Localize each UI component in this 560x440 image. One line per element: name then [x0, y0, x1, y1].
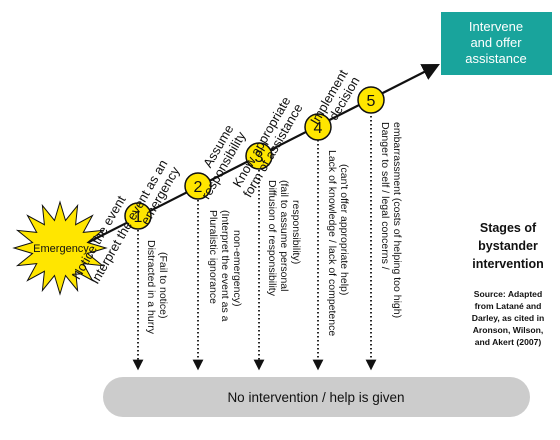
stage-circle-1: [124, 202, 152, 230]
source-line-5: and Akert (2007): [475, 337, 542, 347]
starburst-shape: [12, 200, 108, 296]
outcome-pill: No intervention / help is given: [103, 377, 530, 417]
outcome-pill-shape: [103, 377, 530, 417]
intervene-box: Intervene and offer assistance: [441, 12, 552, 75]
source-line-3: Darley, as cited in: [472, 313, 544, 323]
barrier-5-line-1: Danger to self / legal concerns /: [379, 122, 391, 270]
stage-circle-2: [184, 172, 212, 200]
intervene-line-1: Intervene: [469, 19, 523, 34]
stage-circle-3: [245, 142, 273, 170]
title-line-1: Stages of: [480, 221, 537, 235]
outcome-label: No intervention / help is given: [227, 390, 404, 405]
barrier-1-line-2: (Fail to notice): [157, 252, 169, 319]
barrier-3-line-1: Diffusion of responsibility: [266, 180, 278, 297]
source-line-1: Source: Adapted: [474, 289, 542, 299]
stage-number-4: 4: [314, 120, 323, 137]
stage-number-2: 2: [194, 179, 203, 196]
source-line-4: Aronson, Wilson,: [473, 325, 544, 335]
emergency-burst: Emergency: [12, 200, 108, 296]
emergency-label: Emergency: [33, 243, 89, 255]
stage-circle-5: [357, 86, 385, 114]
barrier-2-line-2: (Interpret the event as a: [219, 210, 231, 322]
barrier-2-line-3: non-emergency): [231, 230, 243, 306]
intervene-line-2: and offer: [470, 35, 522, 50]
barrier-1-line-1: Distracted in a hurry: [145, 240, 157, 335]
title-line-3: intervention: [472, 257, 544, 271]
diagram-title: Stages of bystander intervention: [472, 221, 544, 271]
title-line-2: bystander: [478, 239, 538, 253]
barrier-labels: Distracted in a hurry (Fail to notice) P…: [145, 122, 403, 336]
barrier-3-line-3: responsibility): [290, 200, 302, 264]
intervene-line-3: assistance: [465, 51, 526, 66]
stage-number-5: 5: [367, 93, 376, 110]
barrier-4-line-1: Lack of knowledge / lack of competence: [326, 150, 338, 336]
source-line-2: from Latané and: [475, 301, 542, 311]
stage-number-1: 1: [134, 209, 143, 226]
barrier-2-line-1: Pluralistic ignorance: [207, 210, 219, 304]
barrier-4-line-2: (can't offer appropriate help): [338, 164, 350, 295]
barrier-3-line-2: (fail to assume personal: [278, 180, 290, 291]
stage-circle-4: [304, 113, 332, 141]
intervene-box-shape: [441, 12, 552, 75]
stage-circles: 1 2 3 4 5: [124, 86, 385, 230]
source-note: Source: Adapted from Latané and Darley, …: [472, 289, 544, 347]
barrier-5-line-2: embarrassment (costs of helping too high…: [391, 122, 403, 318]
drop-arrows: [132, 112, 377, 371]
stage-number-3: 3: [255, 149, 264, 166]
